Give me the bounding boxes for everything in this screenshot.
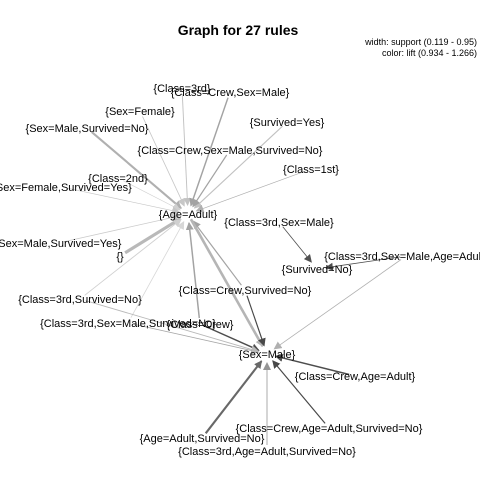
node-class-crew-age-adult: {Class=Crew,Age=Adult}	[295, 371, 416, 383]
edge-class-3rd-sex-male-age-to-survived-no	[324, 256, 401, 271]
edge-class-3rd-sex-male-survived-no-to-sex-male	[133, 323, 260, 355]
edge-class-3rd-sex-male-age-to-sex-male	[273, 259, 402, 350]
edge-survived-yes-to-age-adult	[193, 125, 283, 209]
legend-width: width: support (0.119 - 0.95)	[364, 37, 477, 47]
edge-sex-male-survived-yes-to-age-adult	[63, 213, 181, 243]
edge-class-1st-to-age-adult	[195, 170, 306, 213]
edge-layer	[63, 93, 402, 445]
node-class-crew-sex-male: {Class=Crew,Sex=Male}	[171, 87, 290, 99]
edge-class-crew-survived-no-to-age-adult	[192, 220, 242, 286]
node-class-crew-sex-male-survived-no: {Class=Crew,Sex=Male,Survived=No}	[138, 145, 323, 157]
node-age-adult-survived-no: {Age=Adult,Survived=No}	[140, 433, 265, 445]
node-class-3rd-sex-male-age: {Class=3rd,Sex=Male,Age=Adult}	[324, 251, 480, 263]
node-sex-male: {Sex=Male}	[239, 349, 296, 361]
node-class-1st: {Class=1st}	[283, 164, 339, 176]
edge-sex-female-survived-yes-to-age-adult	[67, 187, 181, 215]
edge-age-adult-survived-no-to-sex-male	[204, 360, 263, 434]
edge-class-3rd-survived-no-to-sex-male	[85, 300, 260, 354]
edge-class-3rd-survived-no-to-age-adult	[84, 218, 182, 296]
node-sex-female-survived-yes: {Sex=Female,Survived=Yes}	[0, 182, 132, 194]
node-age-adult: {Age=Adult}	[159, 209, 218, 221]
edge-age-adult-to-sex-male	[189, 218, 264, 348]
node-class-3rd-sex-male-survived-no: {Class=3rd,Sex=Male,Survived=No}	[40, 318, 216, 330]
node-class-3rd-sex-male: {Class=3rd,Sex=Male}	[224, 217, 334, 229]
node-class-crew-survived-no: {Class=Crew,Survived=No}	[179, 285, 312, 297]
node-sex-female: {Sex=Female}	[105, 106, 175, 118]
graph-title: Graph for 27 rules	[178, 22, 299, 38]
node-survived-yes: {Survived=Yes}	[250, 117, 325, 129]
edge-class-3rd-to-age-adult	[181, 93, 192, 206]
node-class-3rd-survived-no: {Class=3rd,Survived=No}	[18, 294, 142, 306]
edge-class-crew-survived-no-to-sex-male	[246, 295, 266, 347]
edge-class-crew-to-age-adult	[185, 221, 201, 319]
node-class-3rd: {Class=3rd}	[153, 83, 211, 95]
edge-class-3rd-sex-male-survived-no-to-age-adult	[130, 221, 185, 318]
node-layer: {Age=Adult}{Sex=Male}{Survived=No}{Class…	[0, 83, 480, 458]
node-class-2nd: {Class=2nd}	[88, 173, 148, 185]
edge-class-crew-sex-male-survived-no-to-age-adult	[192, 154, 228, 208]
node-survived-no: {Survived=No}	[282, 264, 353, 276]
edge-class-crew-age-adult-survived-no-to-sex-male	[272, 360, 326, 424]
legend-color: color: lift (0.934 - 1.266)	[382, 48, 477, 58]
edge-sex-female-to-age-adult	[142, 116, 185, 207]
edge-empty-to-age-adult	[124, 217, 182, 255]
edge-class-2nd-to-age-adult	[123, 180, 181, 211]
edge-class-crew-sex-male-to-age-adult	[189, 97, 229, 207]
node-class-crew-age-adult-survived-no: {Class=Crew,Age=Adult,Survived=No}	[236, 423, 423, 435]
edge-sex-male-survived-no-to-age-adult	[90, 131, 182, 209]
edge-class-3rd-sex-male-to-survived-no	[282, 226, 312, 263]
node-sex-male-survived-yes: {Sex=Male,Survived=Yes}	[0, 238, 122, 250]
edge-class-crew-age-adult-to-sex-male	[274, 354, 350, 376]
node-class-3rd-age-adult-survived-no: {Class=3rd,Age=Adult,Survived=No}	[178, 446, 356, 458]
node-sex-male-survived-no: {Sex=Male,Survived=No}	[26, 123, 149, 135]
node-class-crew: {Class=Crew}	[167, 319, 234, 331]
edge-class-crew-to-sex-male	[205, 325, 260, 352]
node-empty: {}	[116, 251, 124, 263]
